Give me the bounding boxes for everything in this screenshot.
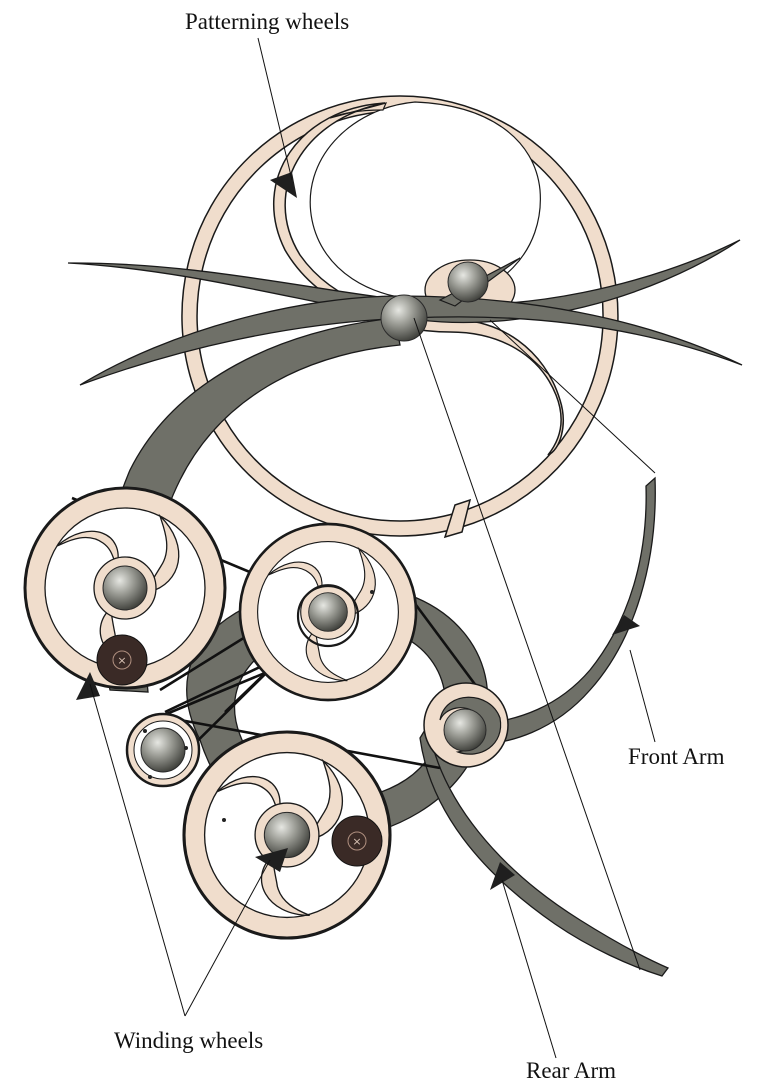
winding-wheel-center — [240, 524, 416, 700]
svg-text:×: × — [352, 835, 361, 848]
arm-pivot-wheel — [424, 683, 508, 767]
idler-wheel — [127, 714, 199, 786]
label-front-arm: Front Arm — [628, 745, 724, 768]
winding-hub-right: × — [332, 816, 382, 866]
label-rear-arm: Rear Arm — [526, 1059, 616, 1082]
winding-hub-left: × — [97, 635, 147, 685]
label-winding-wheels: Winding wheels — [114, 1029, 263, 1052]
label-patterning-wheels: Patterning wheels — [185, 10, 349, 33]
svg-text:×: × — [117, 654, 126, 667]
